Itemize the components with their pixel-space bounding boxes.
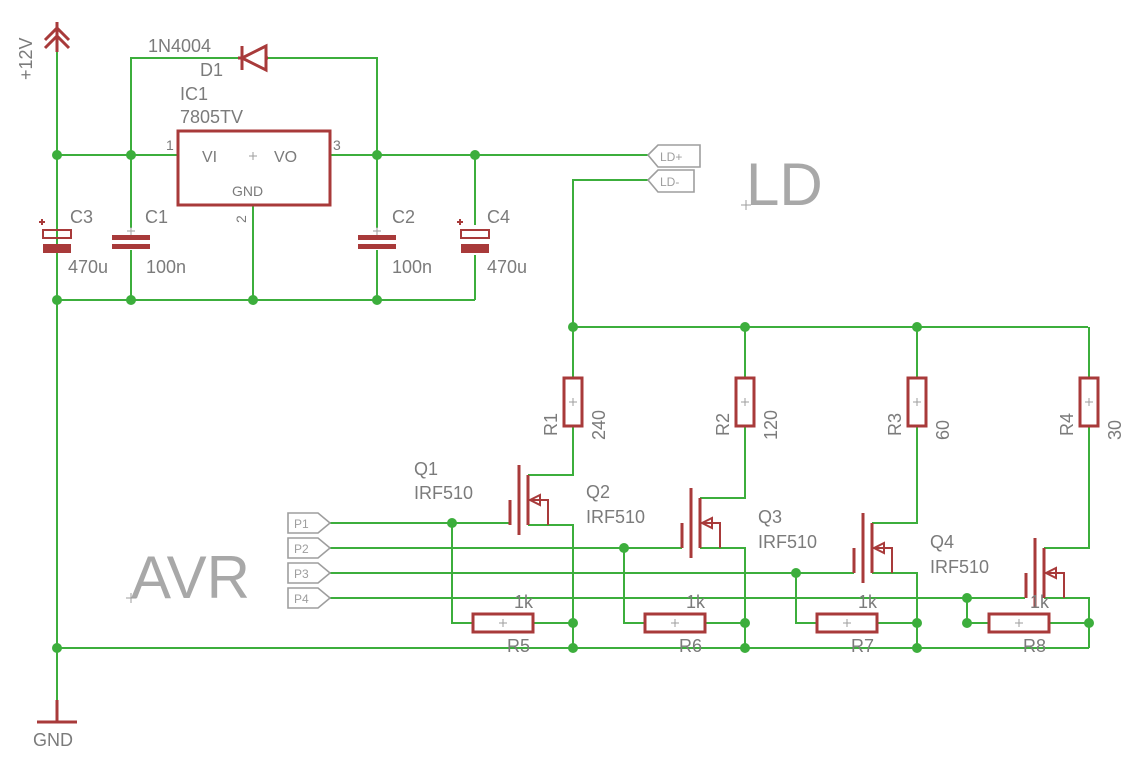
ic1-pin3-num: 3 bbox=[333, 137, 341, 153]
mosfet-q4: Q4 IRF510 bbox=[930, 532, 1065, 608]
regulator-ic1: IC1 7805TV VI VO GND 1 3 2 bbox=[166, 84, 341, 223]
q2-name: Q2 bbox=[586, 482, 610, 502]
r1-value: 240 bbox=[589, 410, 609, 440]
ic1-pin1-num: 1 bbox=[166, 137, 174, 153]
mosfet-q1: Q1 IRF510 bbox=[414, 459, 549, 535]
d1-value: 1N4004 bbox=[148, 36, 211, 56]
avr-pin-p3: P3 bbox=[294, 567, 309, 581]
r5-name: R5 bbox=[507, 636, 530, 656]
r4-value: 30 bbox=[1105, 420, 1125, 440]
diode-d1: 1N4004 D1 bbox=[148, 36, 268, 80]
resistor-r8: 1k R8 bbox=[987, 592, 1051, 656]
capacitor-c1: C1 100n bbox=[112, 207, 186, 277]
gnd-label: GND bbox=[33, 730, 73, 750]
q3-value: IRF510 bbox=[758, 532, 817, 552]
ld-title: LD bbox=[746, 151, 823, 218]
c4-name: C4 bbox=[487, 207, 510, 227]
avr-pin-p4: P4 bbox=[294, 592, 309, 606]
ld-pin-plus: LD+ bbox=[660, 150, 682, 164]
vcc-label: +12V bbox=[16, 37, 36, 80]
r8-value: 1k bbox=[1030, 592, 1050, 612]
r7-name: R7 bbox=[851, 636, 874, 656]
c4-value: 470u bbox=[487, 257, 527, 277]
q4-value: IRF510 bbox=[930, 557, 989, 577]
r8-name: R8 bbox=[1023, 636, 1046, 656]
connector-avr: P1 P2 P3 P4 AVR bbox=[126, 512, 332, 611]
connector-ld: LD+ LD- LD bbox=[646, 144, 823, 218]
c3-value: 470u bbox=[68, 257, 108, 277]
c1-value: 100n bbox=[146, 257, 186, 277]
ic1-pin-gnd: GND bbox=[232, 183, 263, 199]
r3-name: R3 bbox=[885, 413, 905, 436]
avr-pin-p2: P2 bbox=[294, 542, 309, 556]
c1-name: C1 bbox=[145, 207, 168, 227]
r6-name: R6 bbox=[679, 636, 702, 656]
vcc-symbol: +12V bbox=[16, 22, 71, 80]
mosfet-q3: Q3 IRF510 bbox=[758, 507, 893, 583]
q2-value: IRF510 bbox=[586, 507, 645, 527]
d1-name: D1 bbox=[200, 60, 223, 80]
capacitor-c2: C2 100n bbox=[358, 207, 432, 277]
resistor-r3: R3 60 bbox=[885, 376, 953, 440]
avr-pin-p1: P1 bbox=[294, 517, 309, 531]
junctions bbox=[52, 150, 1094, 653]
r7-value: 1k bbox=[858, 592, 878, 612]
capacitor-c4: C4 470u bbox=[457, 207, 527, 277]
q4-name: Q4 bbox=[930, 532, 954, 552]
ic1-pin2-num: 2 bbox=[233, 215, 249, 223]
q1-name: Q1 bbox=[414, 459, 438, 479]
resistor-r2: R2 120 bbox=[713, 376, 781, 440]
gnd-symbol: GND bbox=[33, 700, 77, 750]
r3-value: 60 bbox=[933, 420, 953, 440]
resistor-r4: R4 30 bbox=[1057, 376, 1125, 440]
c3-name: C3 bbox=[70, 207, 93, 227]
avr-title: AVR bbox=[131, 544, 250, 611]
r1-name: R1 bbox=[541, 413, 561, 436]
ic1-pin-vo: VO bbox=[274, 149, 297, 166]
c2-value: 100n bbox=[392, 257, 432, 277]
r2-value: 120 bbox=[761, 410, 781, 440]
capacitor-c3: C3 470u bbox=[39, 207, 108, 277]
c2-name: C2 bbox=[392, 207, 415, 227]
resistor-r5: 1k R5 bbox=[471, 592, 535, 656]
resistor-r1: R1 240 bbox=[541, 376, 609, 440]
ic1-name: IC1 bbox=[180, 84, 208, 104]
resistor-r6: 1k R6 bbox=[643, 592, 707, 656]
ic1-value: 7805TV bbox=[180, 107, 243, 127]
ic1-pin-vi: VI bbox=[202, 149, 217, 166]
mosfet-q2: Q2 IRF510 bbox=[586, 482, 721, 558]
r4-name: R4 bbox=[1057, 413, 1077, 436]
r2-name: R2 bbox=[713, 413, 733, 436]
q3-name: Q3 bbox=[758, 507, 782, 527]
resistor-r7: 1k R7 bbox=[815, 592, 879, 656]
r5-value: 1k bbox=[514, 592, 534, 612]
ld-pin-minus: LD- bbox=[660, 175, 679, 189]
r6-value: 1k bbox=[686, 592, 706, 612]
q1-value: IRF510 bbox=[414, 483, 473, 503]
